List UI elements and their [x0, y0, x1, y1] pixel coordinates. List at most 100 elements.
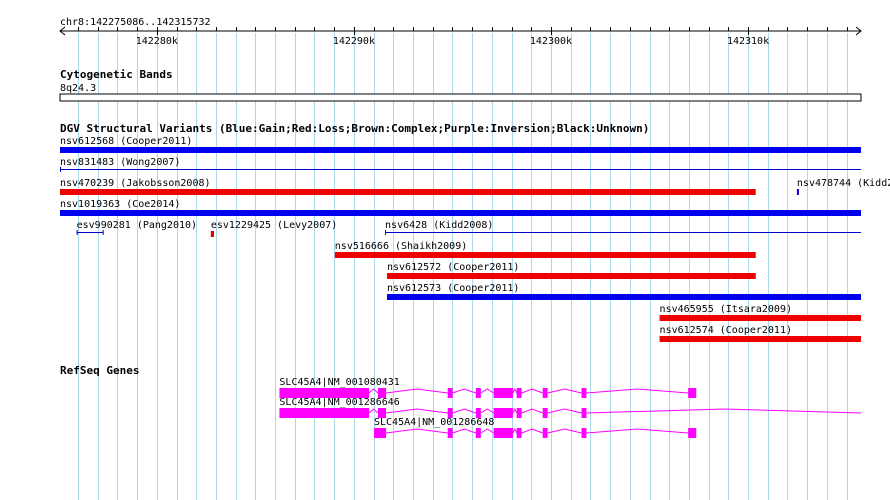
dgv-features[interactable]: nsv612568 (Cooper2011) nsv831483 (Wong200… — [60, 136, 890, 342]
ruler-tick-label: 142280k — [136, 36, 178, 47]
dgv-feature-bar[interactable] — [210, 231, 214, 237]
dgv-feature[interactable]: nsv1019363 (Coe2014) — [60, 199, 861, 216]
refseq-intron — [452, 408, 477, 414]
refseq-intron — [521, 428, 543, 434]
refseq-genes[interactable]: SLC45A4|NM_001080431SLC45A4|NM_001286646… — [279, 377, 862, 438]
ruler-track[interactable]: chr8:142275086..142315732 142280k 142290k… — [59, 17, 862, 47]
refseq-exon[interactable] — [279, 388, 370, 398]
refseq-intron — [512, 427, 518, 434]
refseq-gene-label: SLC45A4|NM_001080431 — [279, 377, 399, 388]
dgv-feature[interactable]: nsv612573 (Cooper2011) — [387, 283, 861, 300]
cytoband-bar[interactable] — [59, 93, 862, 102]
ruler-right-arrow-icon[interactable] — [855, 26, 862, 36]
refseq-exon[interactable] — [688, 428, 697, 438]
refseq-intron — [512, 407, 518, 414]
dgv-feature-bar[interactable] — [60, 189, 756, 195]
refseq-intron — [480, 408, 494, 414]
dgv-feature-bar[interactable] — [387, 294, 861, 300]
refseq-exon[interactable] — [377, 388, 387, 398]
dgv-feature-label: nsv612574 (Cooper2011) — [660, 325, 792, 336]
ruler-left-arrow-icon[interactable] — [59, 26, 66, 36]
refseq-intron — [480, 428, 494, 434]
refseq-intron — [547, 428, 582, 434]
refseq-exon[interactable] — [447, 428, 453, 438]
dgv-feature-label: nsv612573 (Cooper2011) — [387, 283, 519, 294]
refseq-exon[interactable] — [542, 408, 548, 418]
dgv-feature-bar[interactable] — [659, 315, 861, 321]
refseq-exon[interactable] — [493, 408, 513, 418]
refseq-intron — [547, 388, 582, 394]
refseq-intron — [385, 388, 448, 394]
dgv-feature-label: nsv1019363 (Coe2014) — [60, 199, 180, 210]
refseq-exon[interactable] — [279, 408, 370, 418]
refseq-intron — [385, 428, 448, 434]
refseq-gene[interactable]: SLC45A4|NM_001286646 — [279, 397, 862, 418]
refseq-exon[interactable] — [581, 408, 587, 418]
refseq-exon[interactable] — [581, 428, 587, 438]
refseq-exon[interactable] — [542, 388, 548, 398]
refseq-exon[interactable] — [542, 428, 548, 438]
ruler-tick-label: 142290k — [333, 36, 375, 47]
refseq-intron — [385, 408, 448, 414]
cytoband-label: 8q24.3 — [60, 83, 96, 94]
dgv-feature-label: esv1229425 (Levy2007) — [211, 220, 337, 231]
refseq-exon[interactable] — [475, 408, 481, 418]
dgv-feature-label: nsv6428 (Kidd2008) — [385, 220, 493, 231]
dgv-feature-bar[interactable] — [387, 273, 756, 279]
refseq-exon[interactable] — [516, 388, 522, 398]
dgv-feature-label: nsv612572 (Cooper2011) — [387, 262, 519, 273]
refseq-intron — [368, 388, 379, 394]
refseq-exon[interactable] — [581, 388, 587, 398]
dgv-feature[interactable]: nsv470239 (Jakobsson2008) — [60, 178, 756, 195]
refseq-exon[interactable] — [447, 408, 453, 418]
dgv-feature[interactable]: nsv516666 (Shaikh2009) — [334, 241, 756, 258]
cytoband-track[interactable]: Cytogenetic Bands 8q24.3 — [59, 68, 862, 102]
ruler-ticks: 142280k 142290k 142300k 142310k — [78, 27, 848, 47]
refseq-intron — [480, 388, 494, 394]
background-grid — [78, 33, 848, 500]
refseq-intron — [521, 408, 543, 414]
refseq-exon[interactable] — [516, 428, 522, 438]
dgv-feature[interactable]: esv1229425 (Levy2007) — [210, 220, 337, 237]
refseq-exon[interactable] — [493, 388, 513, 398]
dgv-feature[interactable]: nsv465955 (Itsara2009) — [659, 304, 861, 321]
dgv-feature-bar[interactable] — [60, 147, 861, 153]
dgv-feature-bar[interactable] — [659, 336, 861, 342]
dgv-feature[interactable]: nsv831483 (Wong2007) — [60, 157, 861, 172]
refseq-exon[interactable] — [475, 388, 481, 398]
ruler-tick-label: 142300k — [530, 36, 572, 47]
dgv-feature[interactable]: nsv612568 (Cooper2011) — [60, 136, 861, 153]
dgv-feature-bar[interactable] — [60, 210, 861, 216]
refseq-track[interactable]: RefSeq Genes SLC45A4|NM_001080431SLC45A4… — [60, 364, 862, 438]
refseq-gene[interactable]: SLC45A4|NM_001080431 — [279, 377, 697, 398]
ruler-tick-label: 142310k — [727, 36, 769, 47]
refseq-track-title: RefSeq Genes — [60, 364, 139, 377]
dgv-feature[interactable]: esv990281 (Pang2010) — [76, 220, 197, 235]
refseq-exon[interactable] — [475, 428, 481, 438]
refseq-exon[interactable] — [447, 388, 453, 398]
refseq-exon[interactable] — [688, 388, 697, 398]
refseq-gene[interactable]: SLC45A4|NM_001286648 — [374, 417, 697, 438]
dgv-feature[interactable]: nsv6428 (Kidd2008) — [385, 220, 861, 235]
refseq-intron — [586, 388, 689, 394]
dgv-feature-label: nsv612568 (Cooper2011) — [60, 136, 192, 147]
cytoband-track-title: Cytogenetic Bands — [60, 68, 173, 81]
refseq-intron — [586, 408, 862, 414]
dgv-track[interactable]: DGV Structural Variants (Blue:Gain;Red:L… — [60, 122, 890, 342]
refseq-exon[interactable] — [374, 428, 387, 438]
dgv-feature[interactable]: nsv612572 (Cooper2011) — [387, 262, 756, 279]
dgv-feature-label: nsv478744 (Kidd2008) — [797, 178, 890, 189]
refseq-exon[interactable] — [516, 408, 522, 418]
ruler-region-label: chr8:142275086..142315732 — [60, 17, 211, 28]
dgv-feature-label: esv990281 (Pang2010) — [77, 220, 197, 231]
refseq-exon[interactable] — [493, 428, 513, 438]
dgv-feature-label: nsv831483 (Wong2007) — [60, 157, 180, 168]
dgv-track-title: DGV Structural Variants (Blue:Gain;Red:L… — [60, 122, 649, 135]
dgv-feature[interactable]: nsv478744 (Kidd2008) — [796, 178, 890, 195]
refseq-exon[interactable] — [377, 408, 387, 418]
refseq-gene-label: SLC45A4|NM_001286648 — [374, 417, 494, 428]
dgv-feature[interactable]: nsv612574 (Cooper2011) — [659, 325, 861, 342]
dgv-feature-bar[interactable] — [334, 252, 756, 258]
dgv-feature-tick[interactable] — [796, 189, 799, 195]
